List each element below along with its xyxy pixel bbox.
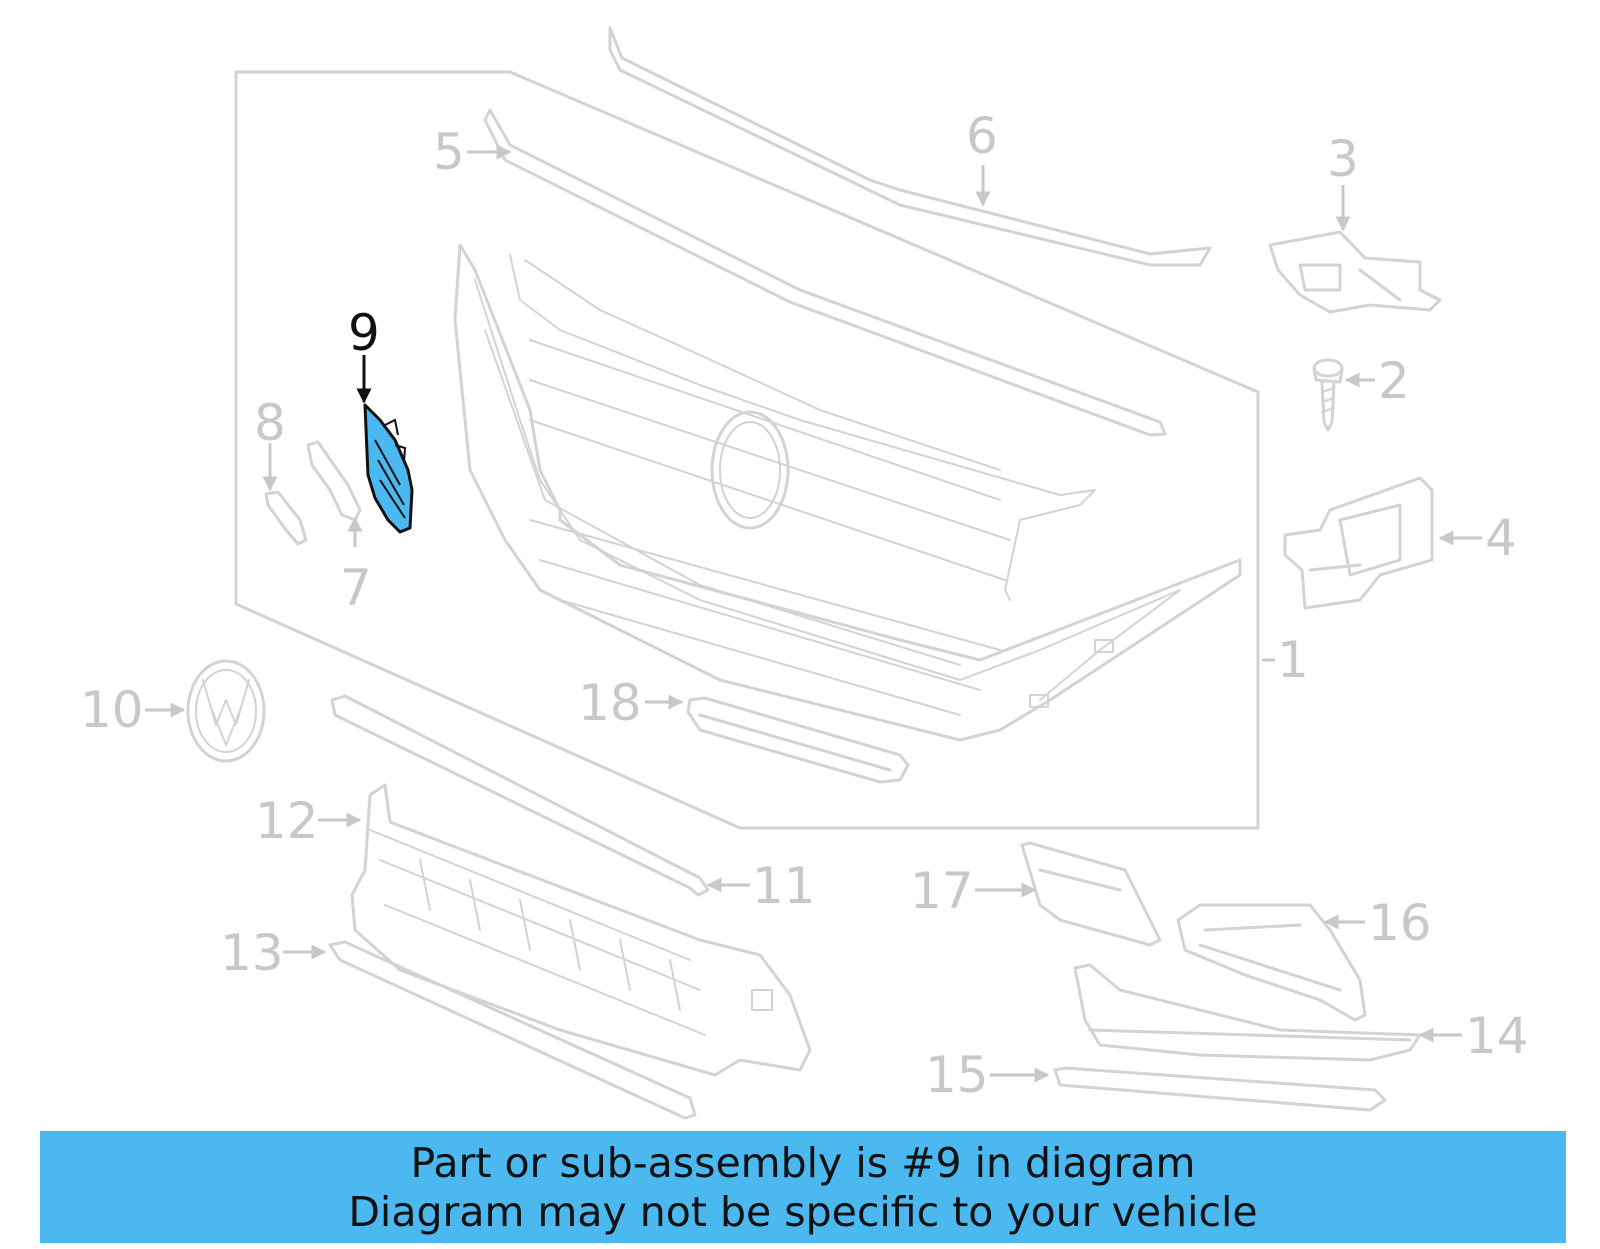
callout-17: 17 — [910, 862, 974, 920]
callout-14: 14 — [1465, 1007, 1529, 1065]
part-14-trim — [1073, 963, 1422, 1062]
part-3-bracket — [1268, 230, 1442, 314]
part-18-strip — [686, 696, 910, 784]
info-banner: Part or sub-assembly is #9 in diagram Di… — [40, 1131, 1566, 1243]
callout-10: 10 — [80, 681, 144, 739]
part-2-screw — [1312, 358, 1344, 432]
part-11-strip — [330, 694, 710, 897]
callout-18: 18 — [578, 674, 642, 732]
part-9-detail — [374, 418, 407, 519]
callout-11: 11 — [752, 857, 816, 915]
banner-line-2: Diagram may not be specific to your vehi… — [348, 1188, 1258, 1236]
callout-7: 7 — [340, 559, 372, 617]
callout-16: 16 — [1368, 894, 1432, 952]
part-17-insert — [1020, 841, 1162, 947]
callout-8: 8 — [254, 394, 286, 452]
part-7-trim — [306, 440, 362, 522]
assembly-box — [234, 70, 1260, 830]
callout-12: 12 — [255, 792, 319, 850]
callout-1: 1 — [1277, 631, 1309, 689]
callout-4: 4 — [1485, 509, 1517, 567]
banner-line-1: Part or sub-assembly is #9 in diagram — [410, 1139, 1196, 1187]
callout-13: 13 — [220, 924, 284, 982]
part-5-moulding — [483, 108, 1167, 437]
part-15-strip — [1053, 1066, 1387, 1112]
part-6-upper-moulding — [608, 26, 1212, 267]
callout-15: 15 — [925, 1046, 989, 1104]
leader-lines — [145, 144, 1482, 1083]
callout-9: 9 — [348, 304, 380, 362]
callout-2: 2 — [1378, 352, 1410, 410]
callout-3: 3 — [1327, 130, 1359, 188]
callout-6: 6 — [966, 107, 998, 165]
part-1-grille — [453, 243, 1242, 742]
part-13-strip — [328, 940, 697, 1120]
callout-5: 5 — [433, 123, 465, 181]
part-4-bracket — [1283, 476, 1434, 610]
part-10-emblem — [186, 659, 266, 763]
part-8-trim — [264, 490, 308, 546]
part-16-bezel — [1176, 903, 1367, 1022]
part-12-lower-grille — [350, 783, 812, 1077]
